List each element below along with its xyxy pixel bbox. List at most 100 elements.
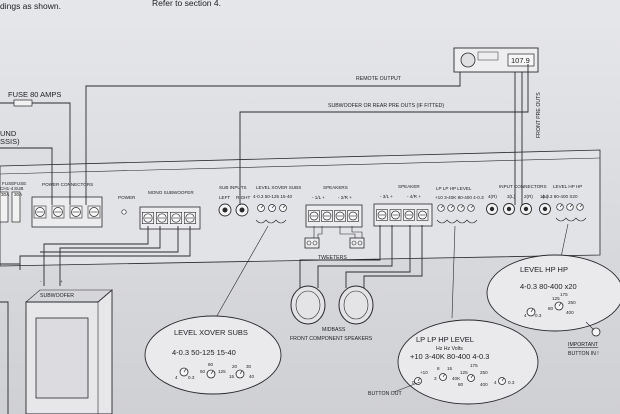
midbass-label: MIDBASS xyxy=(322,327,346,333)
br-d2-e: 400 xyxy=(566,310,574,315)
input-rca-center xyxy=(542,206,548,212)
remote-output-label: REMOTE OUTPUT xyxy=(356,76,402,82)
bl-d1-a: 4 xyxy=(175,375,178,380)
fuse-label-ch: CH1-4 xyxy=(0,186,14,191)
midbass-wire-1 xyxy=(299,225,381,288)
bm-d3-a: 80 xyxy=(458,382,464,387)
rca-center xyxy=(239,207,245,213)
right-control-knobs xyxy=(556,203,584,211)
right-controls-brace xyxy=(555,217,587,222)
callout-sub-controls: LEVEL XOVER SUBS 4-0.3 50-125 15-40 4 0.… xyxy=(144,315,282,395)
remote-wire xyxy=(85,64,461,205)
right-control-pointer xyxy=(569,204,573,208)
front-pre-outs-label: FRONT PRE OUTS xyxy=(536,92,542,138)
speakers-term-12: - 1/L + xyxy=(312,195,325,200)
inline-fuse xyxy=(13,99,33,107)
battery-wire xyxy=(0,102,71,205)
bm-d3-e: 400 xyxy=(480,382,488,387)
fuse-holders: FUSE FUSE CH1-4 SUB 30A 30A xyxy=(0,181,26,223)
fuse-label-sub: SUB xyxy=(14,186,23,191)
input-rca-jacks xyxy=(486,203,551,215)
bubble-mid-title: LP LP HP LEVEL xyxy=(416,335,474,344)
sub-control-pointer xyxy=(282,205,286,209)
bubble-right-pointer xyxy=(530,308,534,313)
sub-inputs-label: SUB INPUTS xyxy=(219,185,247,190)
input-rca-center xyxy=(489,206,495,212)
bm-d1-a: 0 xyxy=(412,380,415,385)
bubble-left-title: LEVEL XOVER SUBS xyxy=(174,328,248,337)
br-d1-b: 0.3 xyxy=(535,313,542,318)
front-pre-out-wires xyxy=(514,72,523,205)
lp-hp-values: +10 3-40K 80-400 4-0.3 xyxy=(435,195,484,200)
sub-controls-brace xyxy=(255,219,287,224)
sub-wire-2 xyxy=(59,226,161,286)
input-term-1l: 1(L) xyxy=(540,194,549,199)
important-leader xyxy=(585,321,595,331)
bm-d3-c: 175 xyxy=(470,363,478,368)
power-connectors-label: POWER CONNECTORS xyxy=(42,182,93,187)
input-term-2r: 2(R) xyxy=(524,194,533,199)
sub-control-pointer xyxy=(271,205,275,209)
level-hp-values: 4-0.3 80-400 X20 xyxy=(542,194,578,199)
sub-control-knobs xyxy=(257,204,287,212)
callout-mid-controls: LP LP HP LEVEL Hz Hz Volts +10 3-40K 80-… xyxy=(397,319,539,405)
bubble-right-pointer xyxy=(558,302,562,307)
tweeter-right xyxy=(349,237,365,249)
bubble-mid-pointer xyxy=(442,374,446,378)
sub-controls-values: 4-0.3 50-125 15-40 xyxy=(253,194,293,199)
sub-wire-minus: - xyxy=(40,279,42,284)
midbass-wire-4 xyxy=(363,225,423,288)
bl-d3-c: 30 xyxy=(246,364,252,369)
input-connectors-label: INPUT CONNECTORS xyxy=(499,184,547,189)
bm-d2-d: 40K xyxy=(452,376,461,381)
button-in-label: BUTTON IN ! xyxy=(568,351,599,357)
button-out-label: BUTTON OUT xyxy=(368,391,402,397)
sub-input-right-label: RIGHT xyxy=(236,195,250,200)
mid-control-pointer xyxy=(460,205,464,209)
speaker2-label: SPEAKER xyxy=(398,184,420,189)
speaker2-term-4r: - 4/R + xyxy=(407,194,421,199)
important-label: IMPORTANT xyxy=(568,342,599,348)
button-out-leader xyxy=(393,381,421,393)
lp-hp-label: LP LP HP LEVEL xyxy=(436,186,472,191)
bm-d1-b: +10 xyxy=(420,370,428,375)
bm-d4-b: 0.3 xyxy=(508,380,515,385)
right-control-pointer xyxy=(579,204,583,208)
fuse-80-label: FUSE 80 AMPS xyxy=(8,90,61,99)
mid-controls-brace xyxy=(436,219,478,224)
br-d2-c: 175 xyxy=(560,292,568,297)
br-d2-a: 80 xyxy=(548,306,554,311)
bl-d2-b: 80 xyxy=(208,362,214,367)
volume-knob[interactable] xyxy=(460,52,476,68)
input-term-4r: 4(R) xyxy=(488,194,497,199)
midbass-wire-2 xyxy=(317,225,393,288)
sub-wire-1 xyxy=(43,226,149,286)
bubble-left-pointer xyxy=(239,370,243,375)
mid-control-pointer xyxy=(450,205,454,209)
bubble-left-pointer xyxy=(183,368,187,373)
radio-display xyxy=(507,53,535,67)
rca-center xyxy=(222,207,228,213)
bubble-mid-units: Hz Hz Volts xyxy=(436,346,463,352)
level-hp-label: LEVEL HP HP xyxy=(553,184,582,189)
header-right-text: Refer to section 4. xyxy=(152,0,221,8)
bubble-mid-pointer xyxy=(501,378,505,382)
midbass-wire-3 xyxy=(345,225,411,288)
bm-d3-d: 250 xyxy=(480,370,488,375)
bm-d2-a: 3 xyxy=(434,376,437,381)
tweeter-wires xyxy=(313,226,363,238)
mid-control-knobs xyxy=(437,204,475,212)
input-term-3l: 3(L) xyxy=(507,194,516,199)
fuse-label-1: FUSE xyxy=(2,181,14,186)
fuse-label-2: FUSE xyxy=(14,181,26,186)
speaker-terminal-block-2 xyxy=(373,203,433,227)
fuse-label-30a-1: 30A xyxy=(1,192,10,197)
midbass-right xyxy=(338,285,374,325)
ground-label-1: UND xyxy=(0,129,17,138)
leader-mid xyxy=(451,225,456,319)
bubble-mid-pointer xyxy=(417,378,421,382)
bl-d3-d: 40 xyxy=(249,374,255,379)
power-label: POWER xyxy=(118,195,136,200)
